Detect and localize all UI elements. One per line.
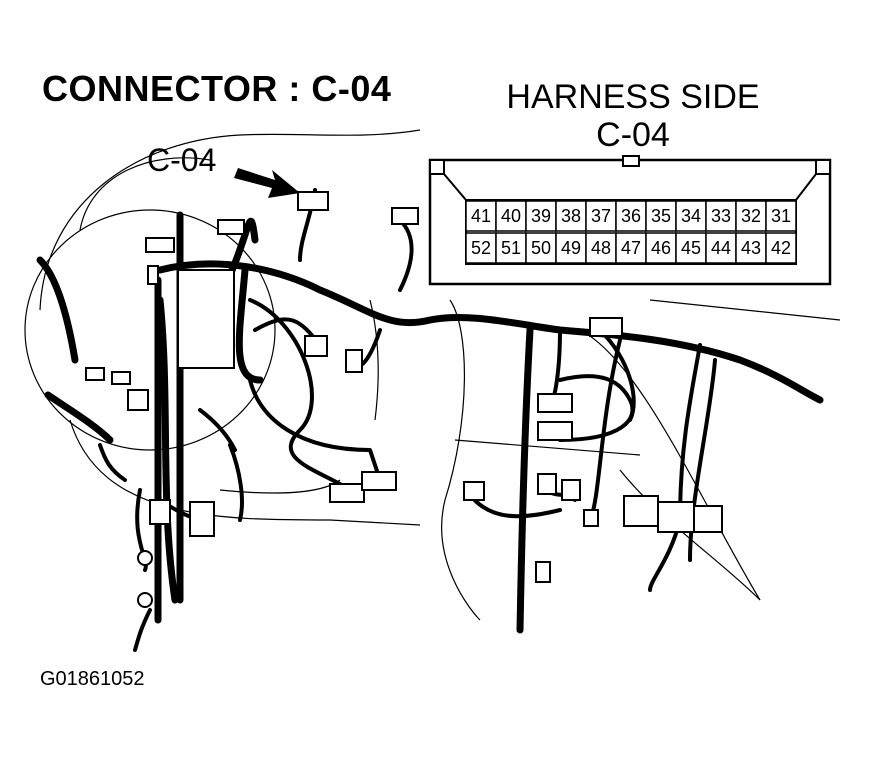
pin-cell-35 [645, 200, 677, 232]
connector-corner-left [429, 159, 445, 175]
small-connector [111, 371, 131, 385]
small-connector [463, 481, 485, 501]
pin-label-35: 35 [651, 206, 671, 226]
pin-cell-52 [465, 232, 497, 264]
small-connector [537, 393, 573, 413]
connector-corner-right [815, 159, 831, 175]
pin-label-36: 36 [621, 206, 641, 226]
small-connector [85, 367, 105, 381]
small-connector [217, 219, 245, 235]
small-connector [623, 495, 659, 527]
pin-label-31: 31 [771, 206, 791, 226]
pin-cell-51 [495, 232, 527, 264]
harness-connector-id: C-04 [596, 116, 670, 154]
small-connector [583, 509, 599, 527]
pin-label-51: 51 [501, 238, 521, 258]
pin-cell-32 [735, 200, 767, 232]
harness-side-heading: HARNESS SIDE C-04 [488, 78, 778, 154]
junction-block [177, 269, 235, 369]
pin-label-38: 38 [561, 206, 581, 226]
pin-cell-49 [555, 232, 587, 264]
pin-cell-46 [645, 232, 677, 264]
harness-side-label: HARNESS SIDE [506, 78, 760, 116]
pin-label-40: 40 [501, 206, 521, 226]
harness-connectors [85, 191, 723, 608]
small-connector [304, 335, 328, 357]
small-connector [127, 389, 149, 411]
pin-label-42: 42 [771, 238, 791, 258]
pin-label-47: 47 [621, 238, 641, 258]
pin-cell-47 [615, 232, 647, 264]
pin-label-48: 48 [591, 238, 611, 258]
small-connector [361, 471, 397, 491]
pin-label-52: 52 [471, 238, 491, 258]
pin-label-46: 46 [651, 238, 671, 258]
pin-label-50: 50 [531, 238, 551, 258]
pin-label-32: 32 [741, 206, 761, 226]
pin-cell-31 [765, 200, 797, 232]
small-connector [345, 349, 363, 373]
small-connector [189, 501, 215, 537]
pin-label-44: 44 [711, 238, 731, 258]
pin-label-34: 34 [681, 206, 701, 226]
pin-label-41: 41 [471, 206, 491, 226]
pin-cell-50 [525, 232, 557, 264]
harness-side-connector: 41 40 39 38 37 36 35 34 33 32 31 52 51 50 49 48 47 46 45 44… [428, 155, 832, 286]
pin-label-33: 33 [711, 206, 731, 226]
small-connector [561, 479, 581, 501]
pin-label-43: 43 [741, 238, 761, 258]
pin-cell-42 [765, 232, 797, 264]
connector-title: CONNECTOR : C-04 [42, 68, 392, 109]
pin-cell-39 [525, 200, 557, 232]
c04-connector-body [297, 191, 329, 211]
small-connector [693, 505, 723, 533]
pin-cell-45 [675, 232, 707, 264]
small-connector [149, 499, 171, 525]
figure-code: G01861052 [40, 668, 145, 690]
small-connector [147, 265, 159, 285]
small-connector [589, 317, 623, 337]
pin-label-37: 37 [591, 206, 611, 226]
ground-terminal [137, 592, 153, 608]
small-connector [145, 237, 175, 253]
pin-label-39: 39 [531, 206, 551, 226]
small-connector [391, 207, 419, 225]
small-connector [535, 561, 551, 583]
callout-arrow [234, 168, 300, 198]
pin-label-49: 49 [561, 238, 581, 258]
pin-cell-41 [465, 200, 497, 232]
small-connector [537, 473, 557, 495]
pin-cell-44 [705, 232, 737, 264]
pin-label-45: 45 [681, 238, 701, 258]
steering-wheel-outline [24, 209, 276, 451]
small-connector [329, 483, 365, 503]
connector-latch [622, 155, 640, 167]
small-connector [657, 501, 695, 533]
small-connector [537, 421, 573, 441]
pin-cell-36 [615, 200, 647, 232]
ground-terminal [137, 550, 153, 566]
